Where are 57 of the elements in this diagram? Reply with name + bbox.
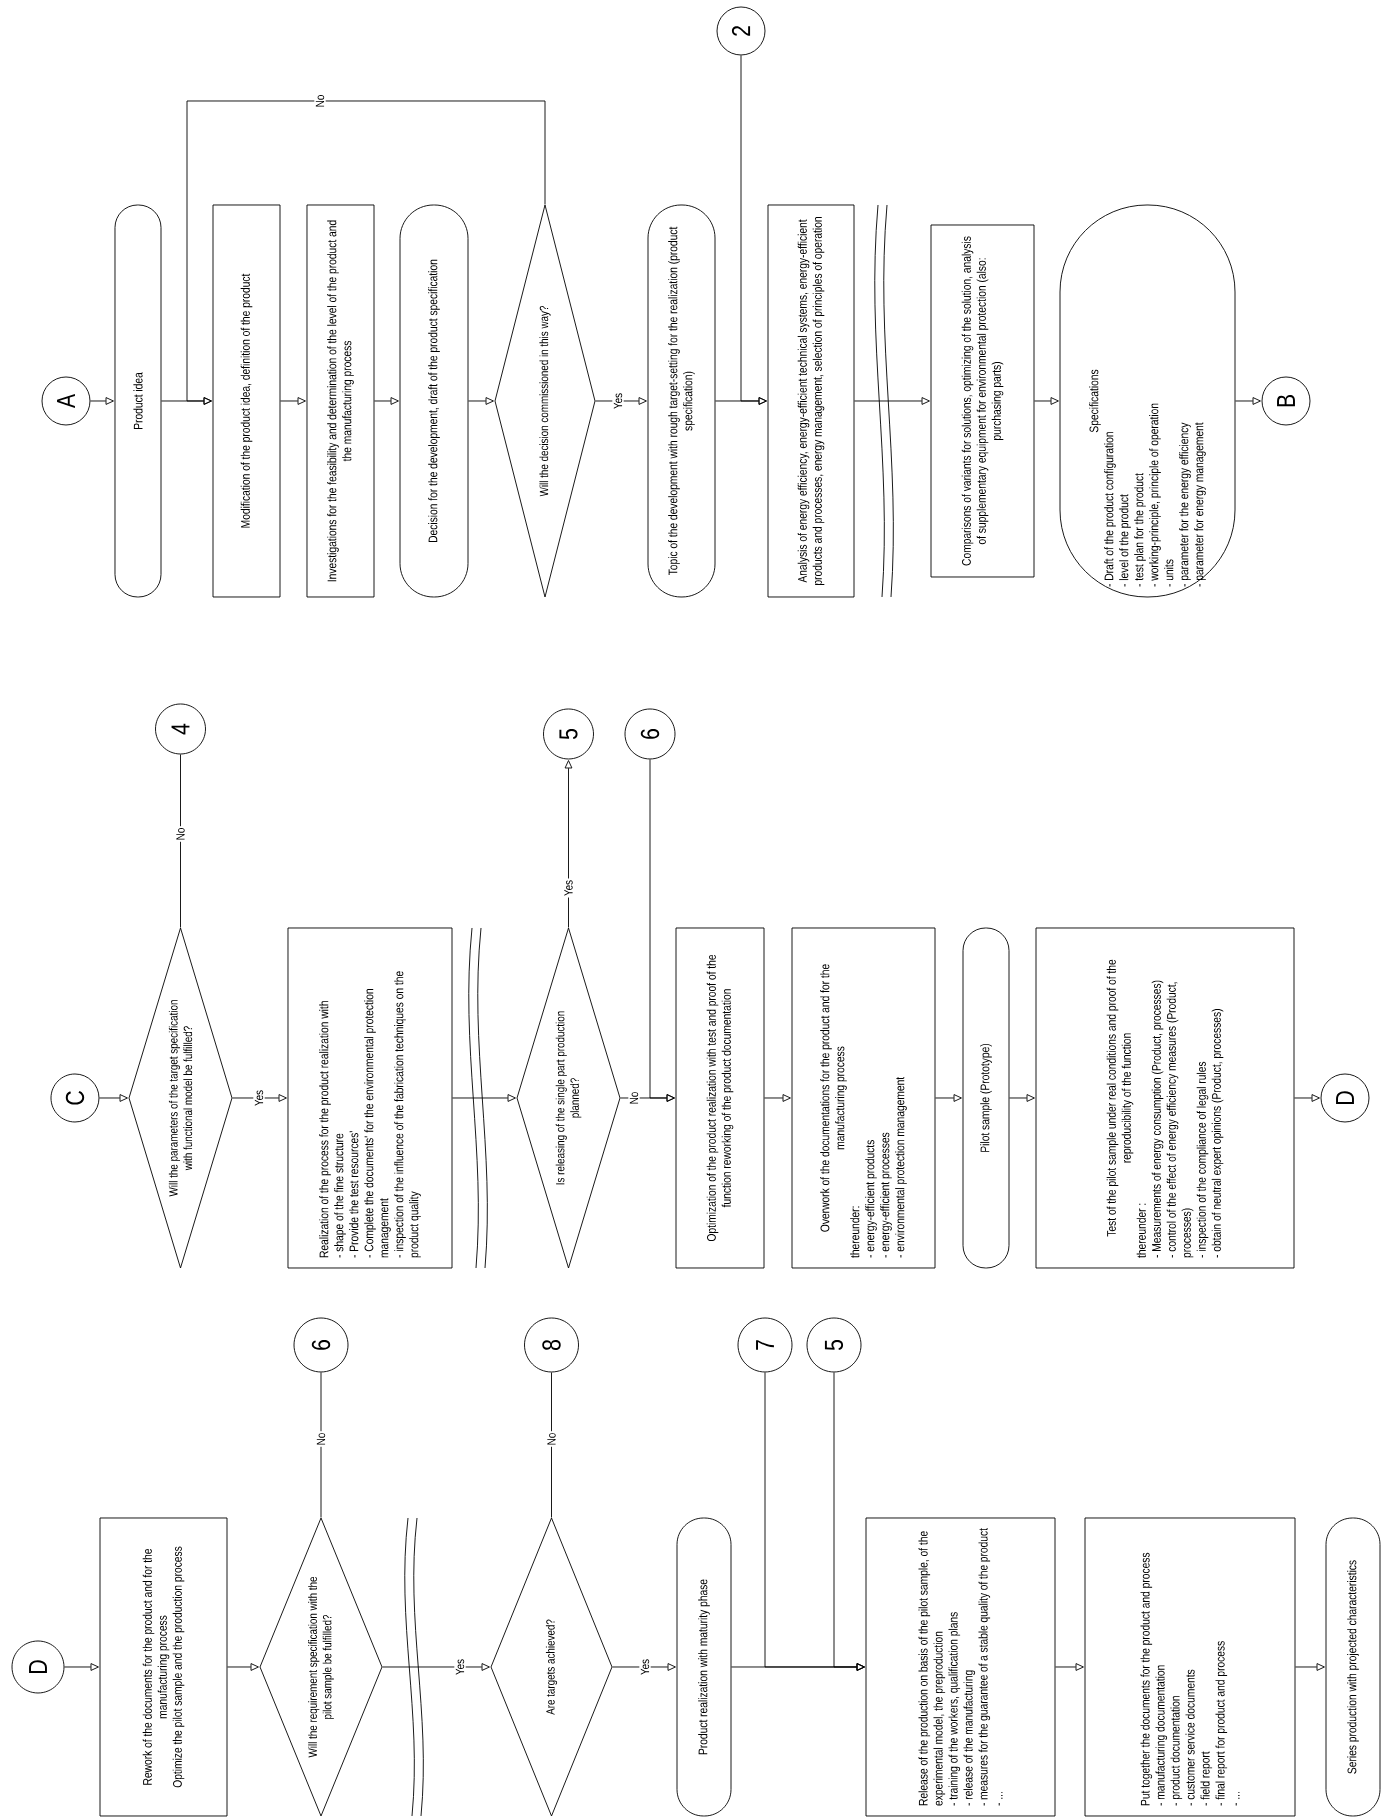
- process-box: Release of the production on basis of the pilot sample, of the experimental model, the preproduction - training of the workers, qualification plans - release of the manufacturing - measures for the guarantee of a stable quality of the product - ...: [865, 1517, 1056, 1817]
- edge-label: No: [315, 1431, 327, 1447]
- arrow: [649, 759, 675, 1102]
- connector-line: [551, 1372, 552, 1518]
- terminal-box: Specifications - Draft of the product configuration - level of the product - test plan for the product - working-principle, principle of operation - units - parameter for the energy efficiency - parameter for energy management: [1059, 204, 1236, 598]
- arrow: [740, 55, 767, 405]
- arrow: [452, 1094, 516, 1102]
- terminal-box: Topic of the development with rough target-setting for the realization (product specification): [647, 204, 716, 598]
- arrow: [99, 1094, 128, 1102]
- edge-label: Yes: [639, 1657, 651, 1677]
- arrow: [1009, 1094, 1035, 1102]
- terminal-box: Pilot sample (Prototype): [962, 927, 1010, 1269]
- edge-label: Yes: [253, 1088, 265, 1108]
- edge-label: No: [174, 826, 187, 842]
- edge-label: No: [628, 1090, 640, 1106]
- terminal-box: Decision for the development, draft of the product specification: [399, 204, 469, 598]
- edge-label: Yes: [562, 878, 575, 898]
- arrow: [186, 100, 546, 405]
- arrow: [280, 397, 306, 405]
- process-box: Put together the documents for the product and process - manufacturing documentation - product documentation - customer service documents - field report - final report for product and process - ...: [1084, 1517, 1296, 1817]
- arrow: [854, 397, 930, 405]
- terminal-box: Product realization with maturity phase: [676, 1517, 732, 1817]
- arrow: [227, 1663, 259, 1671]
- arrow: [374, 397, 399, 405]
- arrow: [833, 1372, 865, 1671]
- arrow: [1055, 1663, 1084, 1671]
- arrow: [232, 1094, 287, 1102]
- edge-label: No: [314, 93, 326, 109]
- arrow: [595, 397, 647, 405]
- process-box: Realization of the process for the product realization with - shape of the fine structure - Provide the test resources' - Complete the documents' for the environmental protection management - inspection of the influence of the fabrication techniques on the product quality: [287, 927, 453, 1269]
- terminal-box: Product idea: [114, 204, 162, 598]
- arrow: [468, 397, 494, 405]
- terminal-box: Series production with projected characteristics: [1325, 1517, 1381, 1817]
- connector-line: [180, 754, 181, 928]
- process-box: Investigations for the feasibility and determination of the level of the product and the manufacturing process: [306, 204, 375, 598]
- process-box: Test of the pilot sample under real conditions and proof of the reproducibility of the function thereunder : - Measurements of energy consumption (Product, processes) - control of the effect of energy efficiency measures (Product, processes) - inspection of the compliance of legal rules - obtain of neutral expert opinions (Product, processes): [1035, 927, 1295, 1269]
- process-box: Overwork of the documentations for the product and for the manufacturing process thereunder: - energy-efficient products - energy-efficient processes - environmental protection management: [791, 927, 936, 1269]
- arrow: [1034, 397, 1059, 405]
- arrow: [90, 397, 114, 405]
- edge-label: Yes: [612, 391, 624, 411]
- process-box: Analysis of energy efficiency, energy-efficient technical systems, energy-efficient products and processes, energy management, selection of principles of operation: [767, 204, 855, 598]
- arrow: [764, 1094, 791, 1102]
- process-box: Modification of the product idea, definition of the product: [212, 204, 281, 598]
- arrow: [564, 760, 573, 928]
- process-box: Comparisons of variants for solutions, optimizing of the solution, analysis of supplementary equipment for environmental protection (also: purchasing parts): [930, 224, 1035, 578]
- arrow: [1235, 397, 1261, 405]
- arrow: [382, 1663, 490, 1671]
- connector-line: [320, 1372, 322, 1518]
- edge-label: No: [545, 1431, 558, 1447]
- process-box: Optimization of the product realization with test and proof of the function reworking of the product documentation: [675, 927, 765, 1269]
- arrow: [1294, 1094, 1320, 1102]
- arrow: [612, 1663, 676, 1671]
- arrow: [1295, 1663, 1325, 1671]
- arrow: [935, 1094, 962, 1102]
- process-box: Rework of the documents for the product and for the manufacturing process Optimize the pilot sample and the production process: [99, 1517, 228, 1817]
- arrow: [64, 1663, 99, 1671]
- edge-label: Yes: [454, 1657, 466, 1677]
